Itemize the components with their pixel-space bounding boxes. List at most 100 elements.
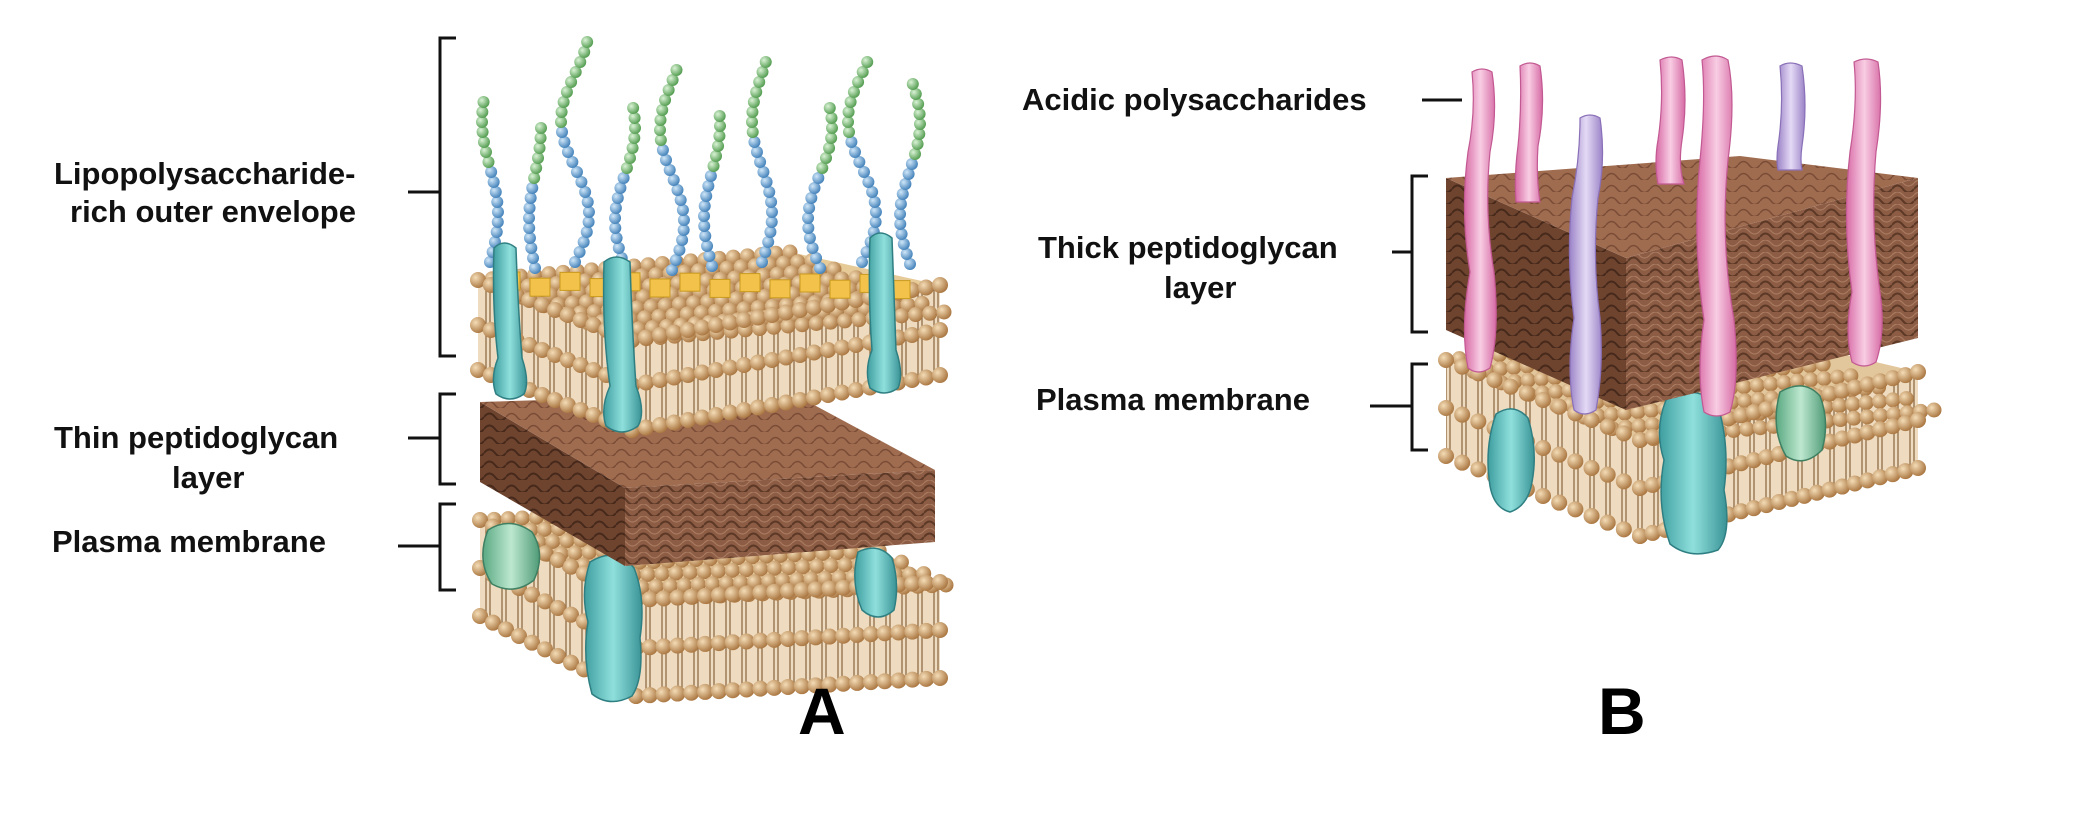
chain-bead-green (820, 152, 833, 164)
lipid-head (1872, 393, 1888, 409)
lipid-head (694, 364, 710, 381)
lipid-head (835, 579, 852, 596)
chain-bead-green (569, 66, 582, 78)
lipid-head (696, 564, 712, 580)
lipid-head (1758, 401, 1775, 418)
lipid-head (918, 324, 934, 341)
chain-bead-blue (489, 186, 502, 198)
chain-bead-blue (570, 166, 583, 178)
lipid-head (781, 560, 797, 576)
lipid-head (1518, 385, 1535, 402)
lipid-head (585, 317, 602, 333)
lps-chain (654, 64, 690, 276)
lipid-head (1548, 384, 1564, 400)
lipid-head (1898, 391, 1914, 407)
chain-bead-green (654, 114, 667, 126)
label-acidic-polysaccharides: Acidic polysaccharides (1022, 82, 1367, 117)
panel-b-acidic-polysaccharide-strands (1463, 55, 1883, 417)
chain-bead-blue (802, 212, 815, 224)
lipid-head (918, 670, 935, 687)
lps-chain (894, 78, 926, 270)
chain-bead-blue (704, 170, 717, 182)
lipid-head (1858, 395, 1874, 411)
lipid-head (766, 631, 783, 648)
chain-bead-blue (763, 186, 776, 198)
lipid-head (1897, 463, 1914, 480)
polysaccharide-strand-violet (1568, 114, 1604, 415)
chain-bead-blue (663, 164, 676, 176)
lipid-head (640, 566, 656, 582)
lipid-head (1745, 500, 1762, 517)
lipid-head (1567, 501, 1584, 518)
chain-bead-blue (698, 210, 711, 222)
lipid-head (1438, 448, 1454, 464)
lipid-head (722, 404, 738, 421)
lipid-head (537, 593, 553, 610)
lipid-head (862, 626, 879, 643)
lipid-head (837, 557, 853, 573)
lipid-head (835, 627, 852, 644)
lipid-head (1872, 373, 1889, 390)
lipid-head (680, 367, 696, 383)
lipid-head (1884, 418, 1901, 435)
lipid-head (893, 308, 909, 324)
lipid-head (1897, 367, 1914, 384)
lipid-head (1872, 421, 1889, 438)
outer-envelope-bracket (408, 36, 456, 358)
lipid-head (680, 322, 696, 338)
lipid-head (1745, 404, 1762, 421)
chain-bead-blue (674, 194, 687, 206)
lipid-head (1789, 373, 1805, 389)
lipid-head (1821, 481, 1838, 498)
lipid-head (1846, 427, 1863, 444)
panel-a-porin-proteins (492, 232, 902, 433)
lipid-head (932, 622, 948, 638)
lipid-head (1884, 370, 1901, 387)
lipid-head (472, 608, 488, 624)
lipid-head (893, 554, 909, 570)
panel-a-lipopolysaccharide-chains (476, 36, 926, 276)
lipid-head (498, 621, 514, 638)
lipid-head (807, 581, 824, 598)
lipid-head (1534, 371, 1550, 387)
lipid-head (752, 680, 769, 697)
lipid-head (666, 369, 682, 386)
chain-bead-blue (676, 234, 689, 246)
lipid-head (547, 302, 563, 318)
lipid-head (1615, 473, 1632, 490)
lipid-head (547, 392, 563, 408)
lipid-head (736, 357, 752, 373)
lipid-head (559, 397, 576, 413)
chain-bead-blue (490, 226, 503, 238)
chain-bead-blue (810, 252, 823, 264)
chain-bead-green (842, 126, 855, 138)
lipid-head (904, 575, 921, 592)
chain-bead-green (479, 146, 492, 158)
lipid-head (1745, 452, 1762, 469)
lipid-head (1535, 440, 1551, 456)
lipid-head (1733, 503, 1750, 520)
lipid-head (767, 560, 783, 576)
lipid-head (1632, 480, 1648, 496)
lipid-head (1520, 372, 1536, 388)
chain-bead-blue (765, 216, 778, 228)
chain-bead-green (913, 108, 926, 120)
chain-bead-green (628, 122, 641, 134)
panel-b-membrane-proteins (1487, 385, 1827, 555)
chain-bead-blue (757, 166, 770, 178)
lipid-head (1859, 424, 1876, 441)
chain-bead-blue (580, 226, 593, 238)
chain-bead-blue (609, 212, 622, 224)
polysaccharide-strand-pink (1696, 55, 1737, 417)
plasma-membrane-bracket-a (398, 502, 456, 592)
chain-bead-blue (895, 228, 908, 240)
lipid-head (1829, 369, 1845, 385)
lipid-head (780, 679, 796, 695)
porin-protein-middle (602, 256, 643, 433)
chain-bead-blue (569, 256, 581, 268)
chain-bead-blue (491, 196, 504, 208)
lipid-head (550, 552, 566, 568)
lipid-head (683, 684, 700, 701)
chain-bead-blue (808, 182, 821, 194)
porin-protein-left (492, 242, 528, 400)
